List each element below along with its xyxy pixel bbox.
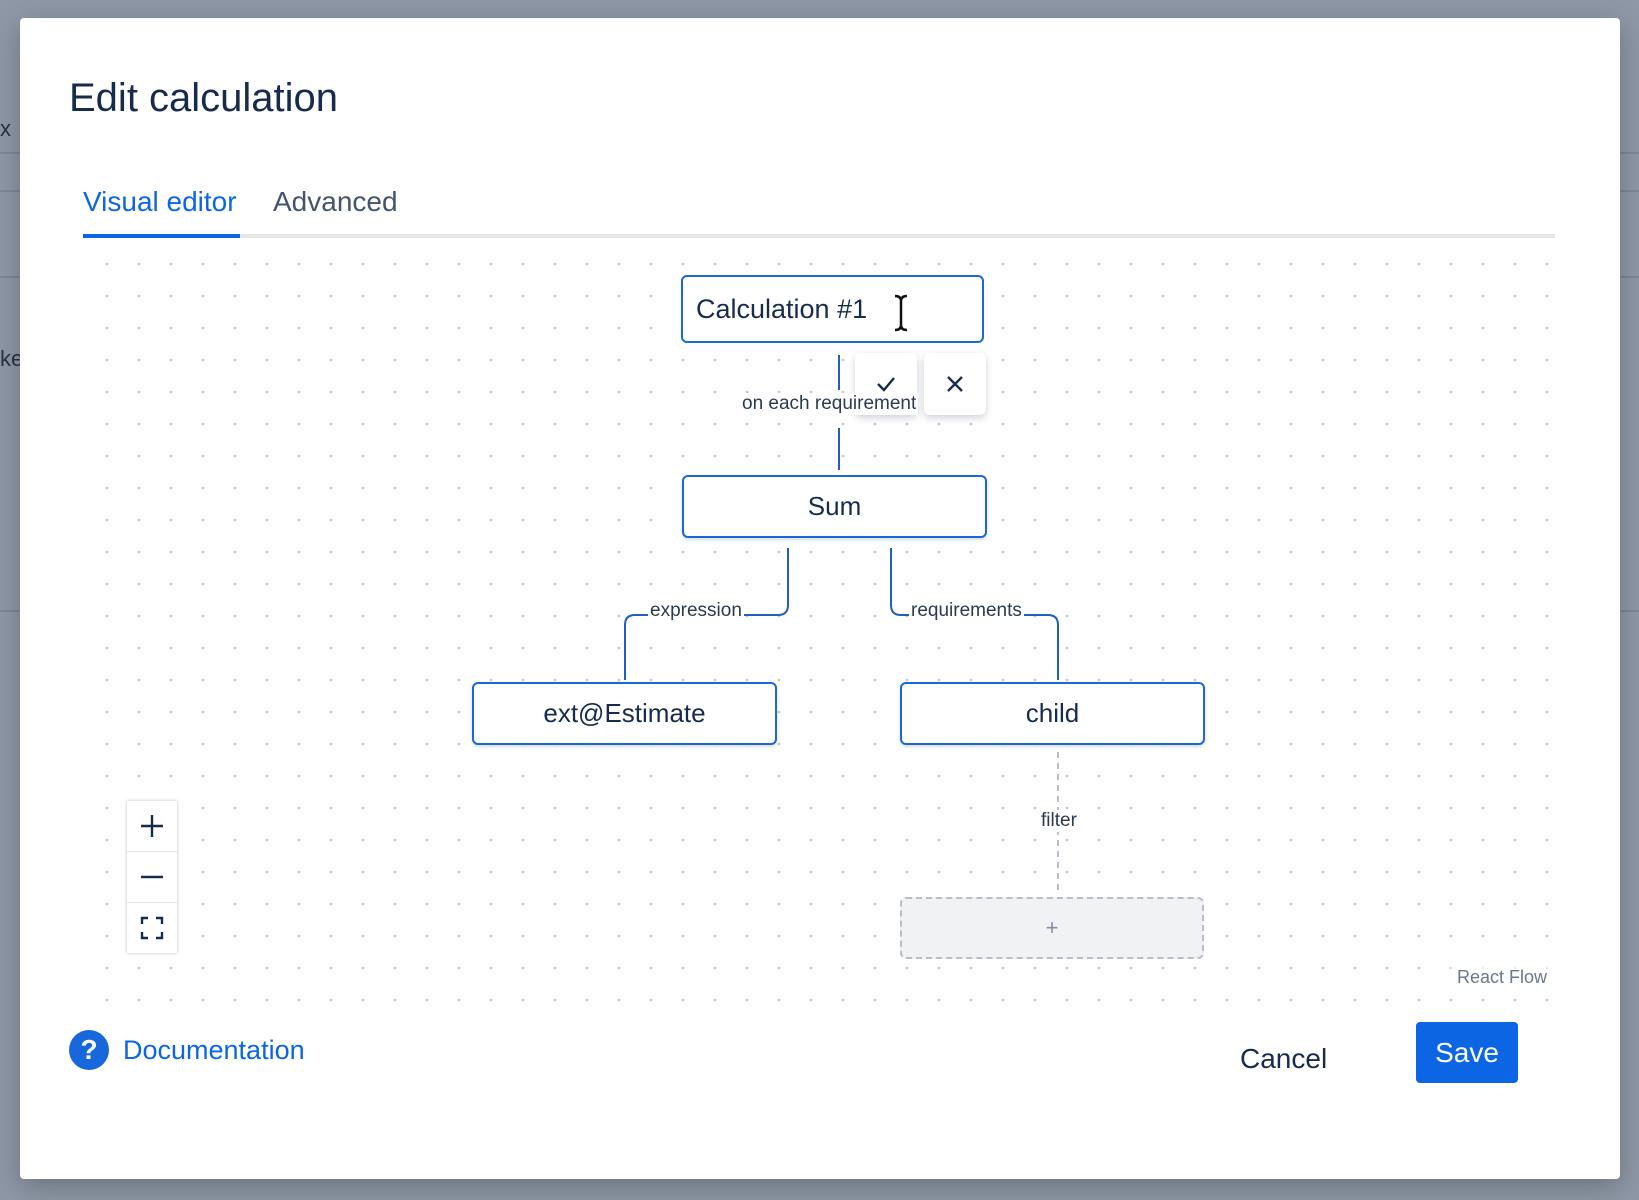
- plus-icon: [141, 815, 163, 837]
- node-expression-label: ext@Estimate: [543, 698, 706, 728]
- fit-view-button[interactable]: [127, 903, 177, 953]
- zoom-out-button[interactable]: [127, 852, 177, 903]
- add-filter-node[interactable]: +: [900, 897, 1204, 959]
- node-sum[interactable]: Sum: [682, 475, 987, 538]
- question-icon: ?: [69, 1030, 109, 1070]
- text-cursor-icon: [894, 294, 908, 332]
- cancel-button[interactable]: Cancel: [1218, 1028, 1349, 1090]
- documentation-link[interactable]: ? Documentation: [69, 1030, 305, 1070]
- background-text-fragment: ke: [0, 346, 24, 371]
- edit-calculation-dialog: Edit calculation Visual editor Advanced: [20, 18, 1620, 1179]
- edge-label-on-each-requirement: on each requirement: [740, 393, 919, 415]
- edge-label-filter: filter: [1039, 810, 1079, 832]
- minus-icon: [141, 875, 163, 879]
- edge-label-expression: expression: [648, 600, 744, 622]
- zoom-in-button[interactable]: [127, 801, 177, 852]
- tab-advanced[interactable]: Advanced: [273, 186, 398, 217]
- edge-label-requirements: requirements: [909, 600, 1024, 622]
- node-child[interactable]: child: [900, 682, 1205, 745]
- check-icon: [877, 377, 895, 392]
- react-flow-attribution[interactable]: React Flow: [1450, 965, 1553, 990]
- flow-edges: [624, 355, 1059, 895]
- close-icon: [947, 376, 963, 392]
- calculation-name-input[interactable]: [681, 275, 984, 343]
- plus-icon: +: [1045, 915, 1059, 940]
- dialog-title: Edit calculation: [69, 76, 339, 120]
- flow-controls: [127, 801, 177, 953]
- fit-view-icon: [140, 916, 164, 940]
- discard-name-button[interactable]: [924, 353, 986, 415]
- tab-visual-editor[interactable]: Visual editor: [83, 186, 237, 217]
- tab-bar: Visual editor Advanced: [83, 168, 1555, 238]
- documentation-label: Documentation: [123, 1034, 305, 1065]
- background-text-fragment: x: [0, 116, 11, 141]
- tab-bar-divider: [83, 234, 1555, 238]
- flow-canvas[interactable]: on each requirement Sum expression requi…: [83, 240, 1558, 1030]
- save-button[interactable]: Save: [1416, 1022, 1518, 1083]
- active-tab-indicator: [83, 234, 240, 238]
- node-sum-label: Sum: [807, 491, 862, 521]
- node-expression[interactable]: ext@Estimate: [472, 682, 777, 745]
- node-child-label: child: [1025, 698, 1080, 728]
